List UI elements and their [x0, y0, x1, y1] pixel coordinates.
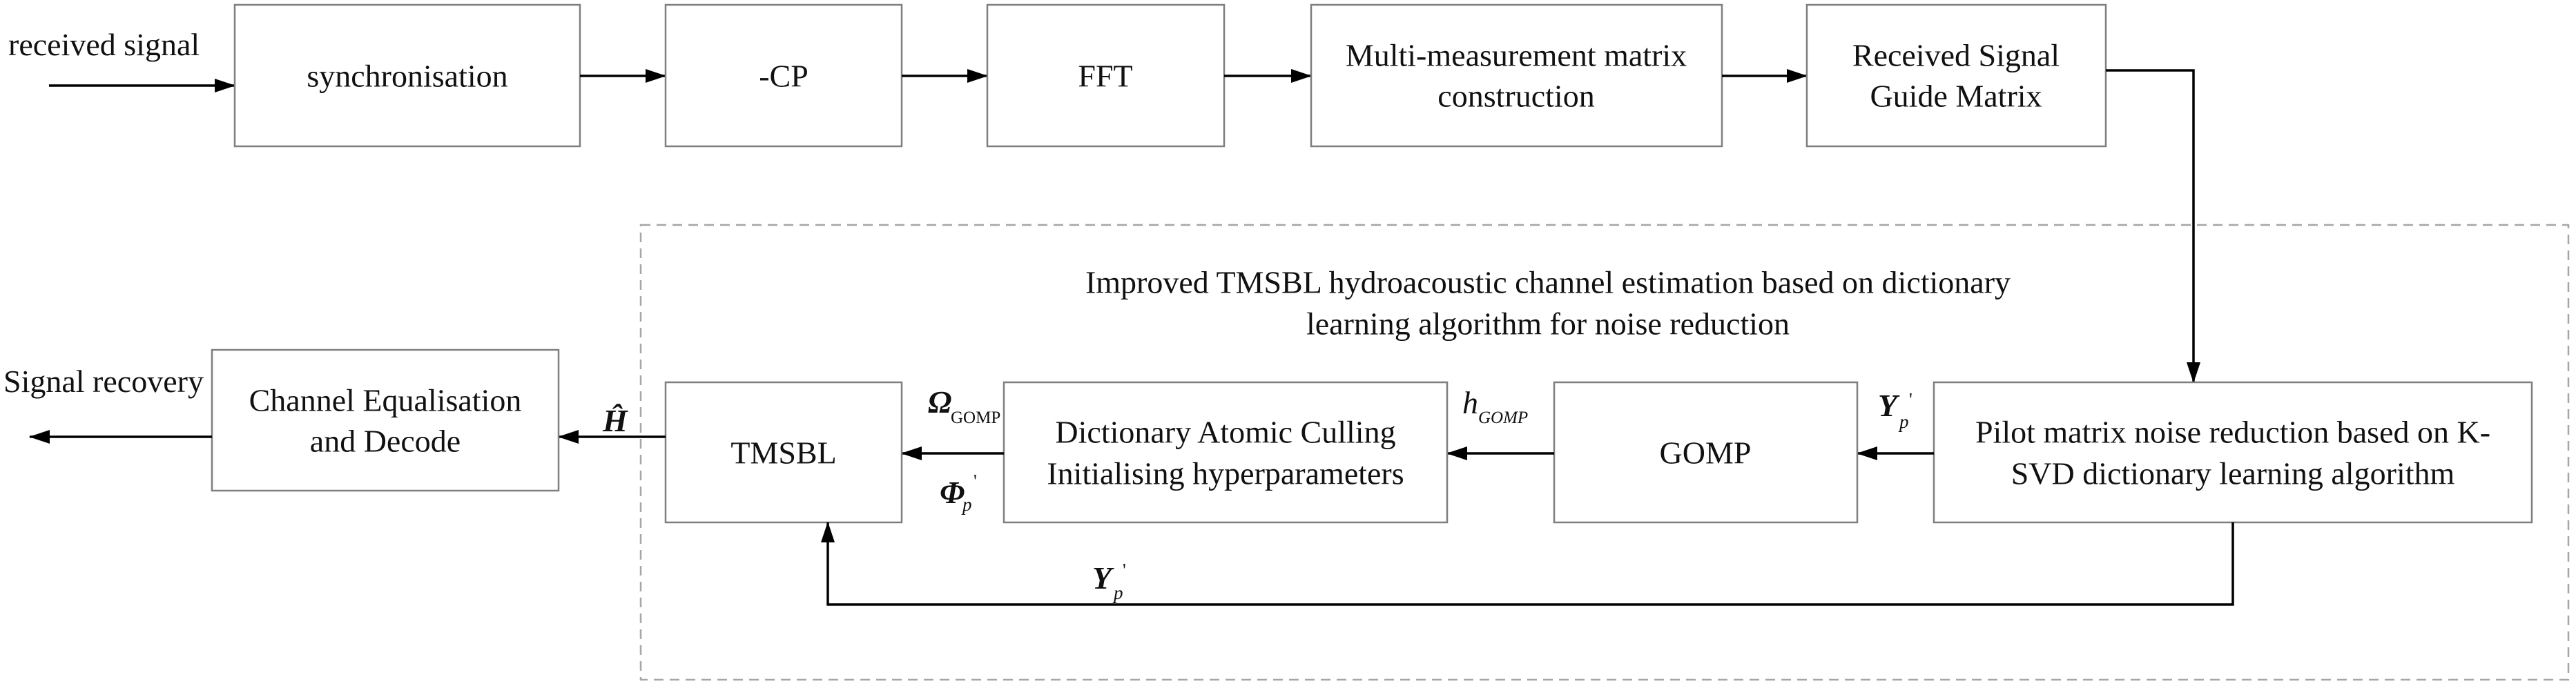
equalisation-block [211, 348, 560, 492]
synchronisation-label: synchronisation [307, 59, 507, 94]
gomp-block [1553, 381, 1859, 524]
omega-subscript: GOMP [951, 409, 1000, 427]
multi-measurement-label-line1: Multi-measurement matrix [1346, 38, 1687, 73]
y-p-in-subscript: p [1898, 411, 1909, 432]
gomp-label: GOMP [1660, 435, 1752, 471]
y-p-feedback-symbol: Y [1092, 560, 1114, 596]
fft-label: FFT [1078, 59, 1132, 94]
pilot-denoise-label-line2: SVD dictionary learning algorithm [2011, 456, 2455, 491]
phi-prime: ' [974, 471, 977, 491]
guide-matrix-block [1805, 3, 2107, 148]
h-gomp-symbol: h [1462, 385, 1478, 420]
tmsbl-block [664, 381, 903, 524]
multi-measurement-label-line2: construction [1437, 79, 1594, 114]
cp-removal-label: -CP [759, 59, 808, 94]
multi-measurement-block [1310, 3, 1723, 148]
pilot-denoise-block [1933, 381, 2533, 524]
cp-removal-block [664, 3, 903, 148]
pilot-denoise-label-line1: Pilot matrix noise reduction based on K- [1975, 415, 2490, 450]
dictionary-culling-block [1003, 381, 1449, 524]
y-p-feedback-subscript: p [1112, 582, 1123, 603]
synchronisation-block [233, 3, 581, 148]
y-p-in-symbol: Y [1878, 388, 1900, 423]
arrow-guide-to-pilot [2106, 69, 2200, 383]
tmsbl-label: TMSBL [730, 435, 836, 471]
equalisation-label-line2: and Decode [310, 424, 461, 459]
dictionary-culling-label-line2: Initialising hyperparameters [1047, 456, 1404, 491]
fft-block [986, 3, 1226, 148]
guide-matrix-label-line2: Guide Matrix [1870, 79, 2042, 114]
phi-symbol: Φ [940, 475, 965, 510]
y-p-in-prime: ' [1909, 389, 1912, 410]
dictionary-culling-label-line1: Dictionary Atomic Culling [1055, 415, 1395, 450]
input-label: received signal [8, 27, 200, 62]
omega-symbol: Ω [928, 384, 951, 420]
estimation-group-title-line2: learning algorithm for noise reduction [1306, 306, 1790, 342]
h-gomp-subscript: GOMP [1478, 409, 1528, 427]
equalisation-label-line1: Channel Equalisation [249, 383, 522, 418]
arrow-pilot-feedback-to-tmsbl [821, 522, 2234, 606]
guide-matrix-label-line1: Received Signal [1852, 38, 2060, 73]
h-hat-symbol: Ĥ [602, 403, 628, 438]
output-label: Signal recovery [3, 364, 204, 399]
estimation-group-title-line1: Improved TMSBL hydroacoustic channel est… [1085, 265, 2011, 300]
y-p-feedback-prime: ' [1123, 560, 1126, 580]
phi-subscript: p [961, 494, 972, 515]
